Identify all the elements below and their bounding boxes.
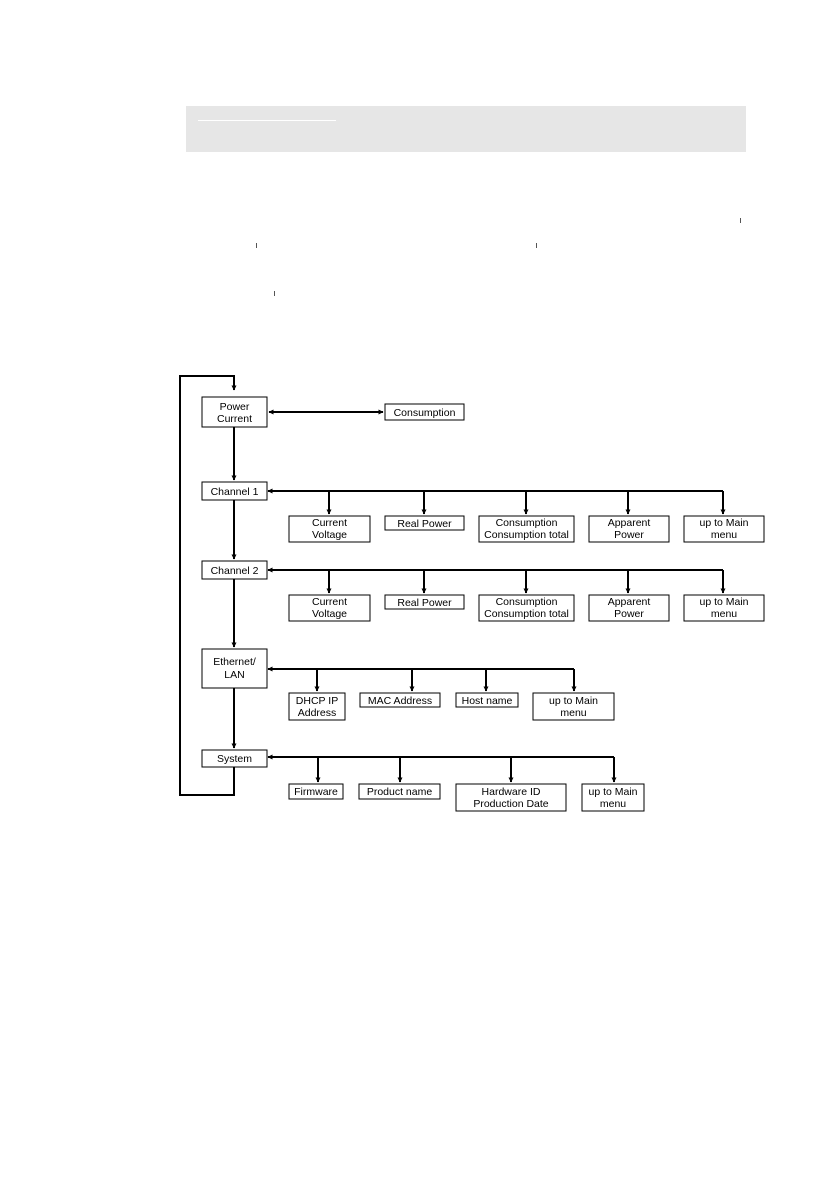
node-ch1-apparent-power: Apparent Power <box>588 515 670 543</box>
svg-text:Power: Power <box>614 608 644 620</box>
header-bar <box>186 106 746 152</box>
svg-text:Production Date: Production Date <box>473 798 548 810</box>
node-ch2-up-to-main: up to Main menu <box>683 594 765 622</box>
svg-text:Address: Address <box>298 707 337 719</box>
svg-text:menu: menu <box>711 608 737 620</box>
svg-text:MAC Address: MAC Address <box>368 695 432 707</box>
svg-text:System: System <box>217 753 252 765</box>
node-ch1-current-voltage: Current Voltage <box>288 515 371 543</box>
header-underline <box>198 120 336 121</box>
node-system-up-to-main: up to Main menu <box>581 783 645 812</box>
node-ch2-real-power: Real Power <box>384 594 465 610</box>
node-power-current: Power Current <box>201 396 268 428</box>
svg-text:Apparent: Apparent <box>608 517 651 529</box>
node-ethernet-up-to-main: up to Main menu <box>532 692 615 721</box>
node-ethernet-lan: Ethernet/ LAN <box>201 648 268 689</box>
text-mark <box>274 291 275 296</box>
svg-text:Current: Current <box>312 596 347 608</box>
node-ch1-up-to-main: up to Main menu <box>683 515 765 543</box>
svg-text:Real Power: Real Power <box>397 597 452 609</box>
svg-text:up to Main: up to Main <box>549 695 598 707</box>
node-firmware: Firmware <box>288 783 344 800</box>
svg-text:DHCP IP: DHCP IP <box>296 695 338 707</box>
node-system: System <box>201 749 268 768</box>
node-ch2-consumption: Consumption Consumption total <box>478 594 575 622</box>
svg-text:menu: menu <box>711 529 737 541</box>
svg-text:Apparent: Apparent <box>608 596 651 608</box>
node-channel-2: Channel 2 <box>201 560 268 580</box>
node-mac-address: MAC Address <box>359 692 441 708</box>
node-ch1-consumption: Consumption Consumption total <box>478 515 575 543</box>
node-dhcp-ip-address: DHCP IP Address <box>288 692 346 721</box>
svg-text:Host name: Host name <box>462 695 513 707</box>
node-ch1-real-power: Real Power <box>384 515 465 531</box>
svg-text:Consumption: Consumption <box>394 407 456 419</box>
svg-text:Channel 1: Channel 1 <box>211 486 259 498</box>
text-mark <box>256 243 257 248</box>
svg-text:Power: Power <box>220 401 250 413</box>
svg-text:Ethernet/: Ethernet/ <box>213 656 256 668</box>
svg-text:Voltage: Voltage <box>312 529 347 541</box>
svg-text:up to Main: up to Main <box>699 596 748 608</box>
node-ch2-apparent-power: Apparent Power <box>588 594 670 622</box>
svg-text:Current: Current <box>312 517 347 529</box>
node-hardware-id: Hardware ID Production Date <box>455 783 567 812</box>
svg-text:LAN: LAN <box>224 669 244 681</box>
svg-text:Current: Current <box>217 413 252 425</box>
svg-text:Real Power: Real Power <box>397 518 452 530</box>
svg-text:Channel 2: Channel 2 <box>211 565 259 577</box>
svg-text:Hardware ID: Hardware ID <box>482 786 541 798</box>
node-consumption: Consumption <box>384 403 465 421</box>
return-loop-connector <box>179 375 237 796</box>
svg-text:menu: menu <box>560 707 586 719</box>
node-product-name: Product name <box>358 783 441 800</box>
svg-text:Consumption total: Consumption total <box>484 608 569 620</box>
node-ch2-current-voltage: Current Voltage <box>288 594 371 622</box>
text-mark <box>536 243 537 248</box>
svg-text:Consumption total: Consumption total <box>484 529 569 541</box>
svg-text:up to Main: up to Main <box>588 786 637 798</box>
svg-text:Voltage: Voltage <box>312 608 347 620</box>
svg-text:Firmware: Firmware <box>294 786 338 798</box>
svg-text:Power: Power <box>614 529 644 541</box>
svg-text:Consumption: Consumption <box>496 596 558 608</box>
node-channel-1: Channel 1 <box>201 481 268 501</box>
text-mark <box>740 218 741 223</box>
svg-text:menu: menu <box>600 798 626 810</box>
svg-text:up to Main: up to Main <box>699 517 748 529</box>
svg-text:Product name: Product name <box>367 786 433 798</box>
node-host-name: Host name <box>455 692 519 708</box>
svg-text:Consumption: Consumption <box>496 517 558 529</box>
